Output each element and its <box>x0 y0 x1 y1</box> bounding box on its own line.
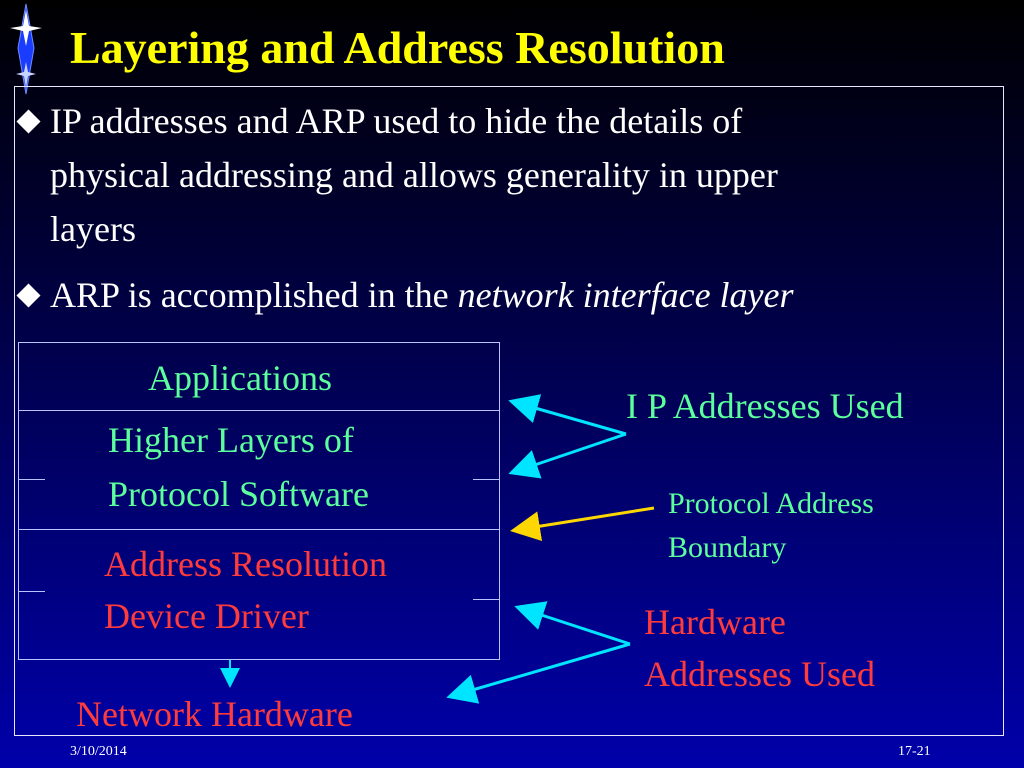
bullet-2-emphasis: network interface layer <box>457 275 794 315</box>
content-frame <box>14 86 1004 736</box>
network-hardware-label: Network Hardware <box>76 694 353 734</box>
boundary-label-line-2: Boundary <box>668 531 787 564</box>
diamond-bullet-icon <box>16 109 41 134</box>
bullet-2-plain: ARP is accomplished in the <box>50 275 458 315</box>
bullet-1-line-2: physical addressing and allows generalit… <box>50 155 778 195</box>
slide-title: Layering and Address Resolution <box>70 22 725 73</box>
boundary-tick <box>19 591 45 592</box>
layer-resolution-line-1: Address Resolution <box>104 544 387 584</box>
footer-page-number: 17-21 <box>898 744 931 759</box>
bullet-1-line-3: layers <box>50 209 136 249</box>
bullet-2-text: ARP is accomplished in the network inter… <box>50 270 794 320</box>
layer-divider <box>19 410 499 411</box>
boundary-label-line-1: Protocol Address <box>668 487 874 520</box>
hardware-addresses-line-2: Addresses Used <box>644 654 875 694</box>
footer-date: 3/10/2014 <box>70 744 127 759</box>
layer-higher-line-1: Higher Layers of <box>108 420 354 460</box>
layer-stack <box>18 342 500 660</box>
star-compass-icon <box>10 3 42 95</box>
bullet-1-line-1: IP addresses and ARP used to hide the de… <box>50 101 743 141</box>
layer-divider <box>19 529 499 530</box>
bullet-item-2: ARP is accomplished in the network inter… <box>16 270 1006 320</box>
layer-applications: Applications <box>148 358 332 398</box>
bullet-item-1: IP addresses and ARP used to hide the de… <box>16 96 1006 249</box>
layer-higher-line-2: Protocol Software <box>108 474 369 514</box>
layer-resolution-line-2: Device Driver <box>104 596 309 636</box>
boundary-tick <box>473 599 499 600</box>
ip-addresses-used-label: I P Addresses Used <box>626 386 904 426</box>
hardware-addresses-line-1: Hardware <box>644 602 786 642</box>
boundary-tick <box>473 479 499 480</box>
diamond-bullet-icon <box>16 283 41 308</box>
boundary-tick <box>19 479 45 480</box>
